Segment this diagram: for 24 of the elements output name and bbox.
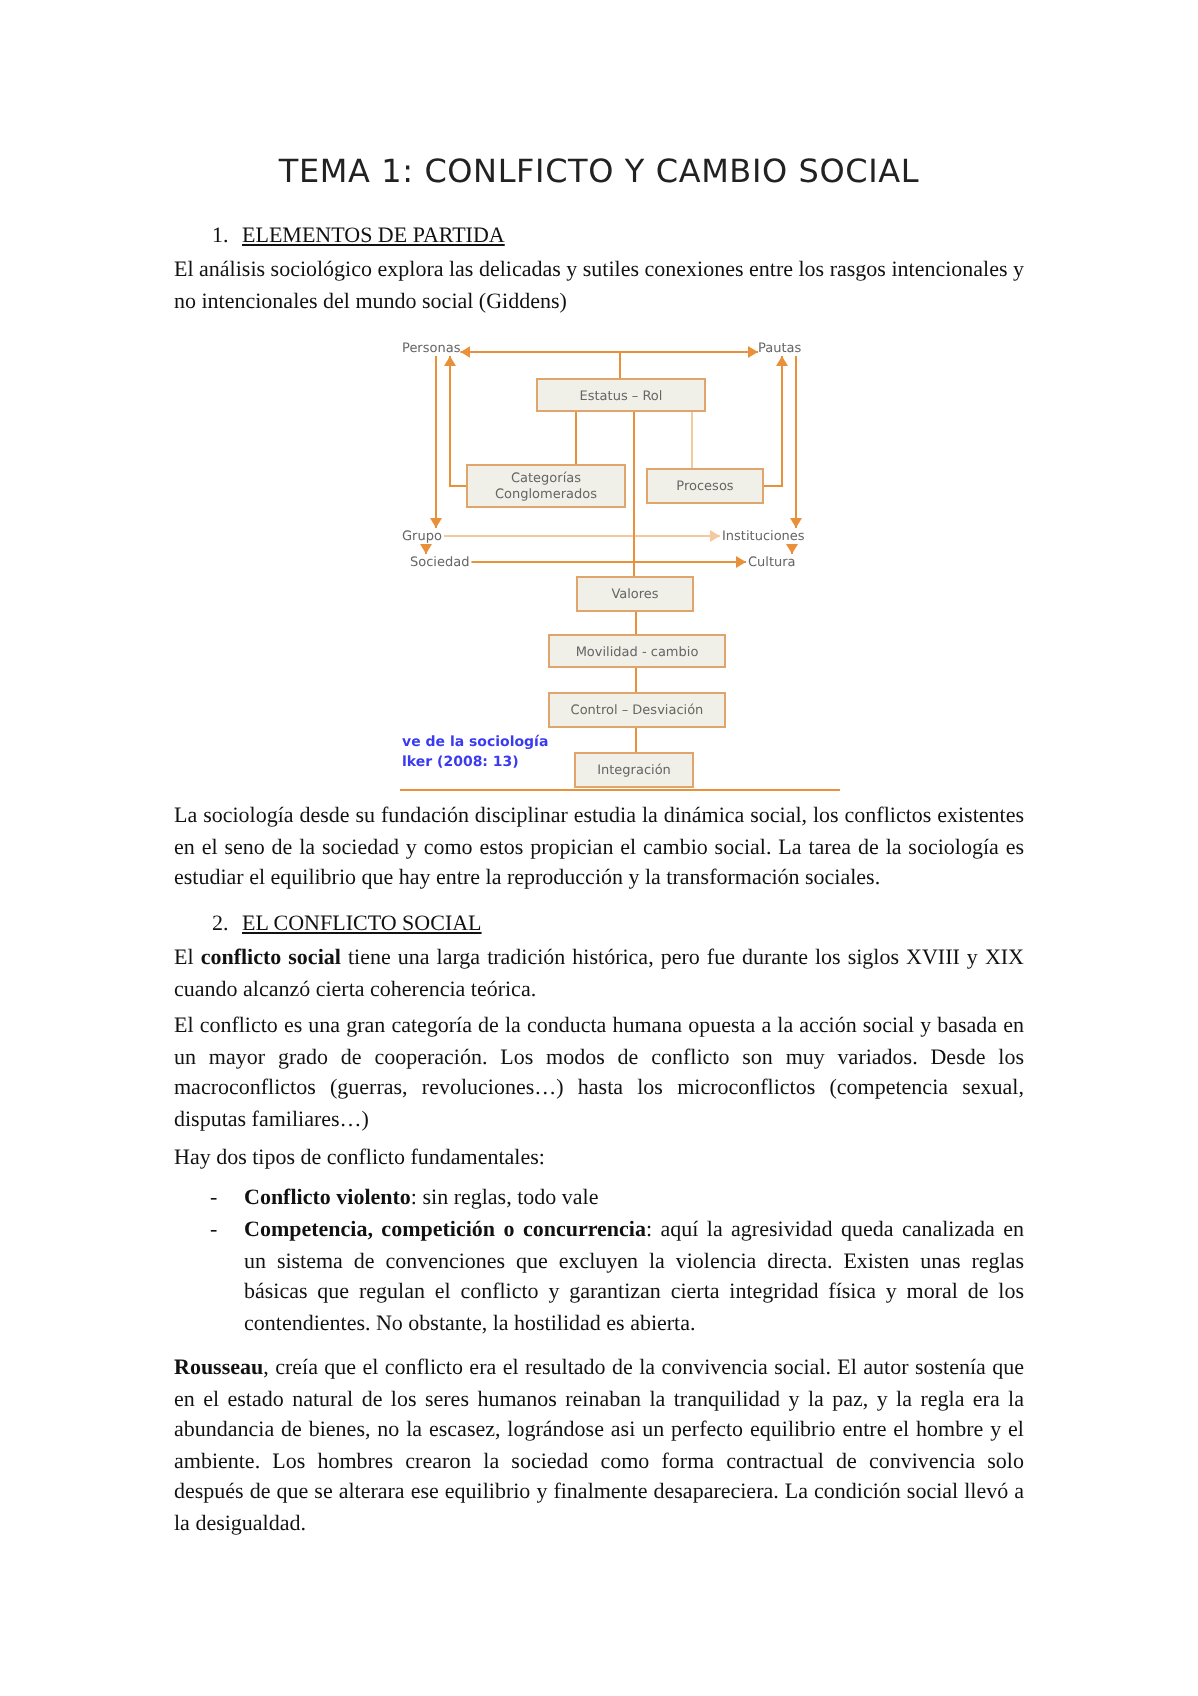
bullet-dash: -: [210, 1184, 218, 1214]
paragraph: Rousseau, creía que el conflicto era el resultado de la convivencia social. El autor sostenía que en el estado natural de los seres humanos reinaban la tranquilidad y la paz, y la regla era la abundancia de bienes, no la escasez, lográndose asi un perfecto equilibrio entre el hombre y el ambiente. Los hombres crearon la sociedad como forma contractual de convivencia solo después de que se alterara ese equilibrio y finalmente desapareciera. La condición social llevó a la desigualdad.: [174, 1354, 1024, 1540]
section-heading: EL CONFLICTO SOCIAL: [242, 910, 482, 940]
section-number: 2.: [212, 910, 229, 940]
list-item: Competencia, competición o concurrencia: aquí la agresividad queda canalizada en un sistema de convenciones que excluyen la violencia directa. Existen unas reglas básicas que regulan el conflicto y garantizan cierta integridad física y moral de los contendientes. No obstante, la hostilidad es abierta.: [244, 1216, 1024, 1340]
arrow: [619, 346, 759, 379]
section-number: 1.: [212, 222, 229, 252]
paragraph: Hay dos tipos de conflicto fundamentales:: [174, 1144, 547, 1174]
bullet-dash: -: [210, 1216, 218, 1246]
arrow: [786, 543, 798, 555]
arrow: [790, 355, 802, 529]
paragraph: El conflicto es una gran categoría de la conducta humana opuesta a la acción social y basada en un mayor grado de cooperación. Los modos de conflicto son muy variados. Desde los macroconflictos (guerras, revoluciones…) hasta los microconflictos (competencia sexual, disputas familiares…): [174, 1012, 1024, 1136]
arrow: [430, 355, 442, 529]
paragraph: La sociología desde su fundación disciplinar estudia la dinámica social, los conflictos existentes en el seno de la sociedad y como estos propician el cambio social. La tarea de la sociología es estudiar el equilibrio que hay entre la reproducción y la transformación sociales.: [174, 802, 1024, 895]
paragraph: El conflicto social tiene una larga tradición histórica, pero fue durante los siglos XVIII y XIX cuando alcanzó cierta coherencia teórica.: [174, 944, 1024, 1006]
arrow: [444, 355, 467, 487]
arrow: [763, 355, 788, 487]
paragraph: El análisis sociológico explora las delicadas y sutiles conexiones entre los rasgos intencionales y no intencionales del mundo social (Giddens): [174, 256, 1024, 318]
arrow: [470, 556, 747, 568]
arrow: [420, 543, 432, 555]
section-heading: ELEMENTOS DE PARTIDA: [242, 222, 505, 252]
arrow: [442, 530, 721, 542]
list-item: Conflicto violento: sin reglas, todo vale: [244, 1184, 601, 1214]
page-title: TEMA 1: CONLFICTO Y CAMBIO SOCIAL: [276, 152, 922, 190]
